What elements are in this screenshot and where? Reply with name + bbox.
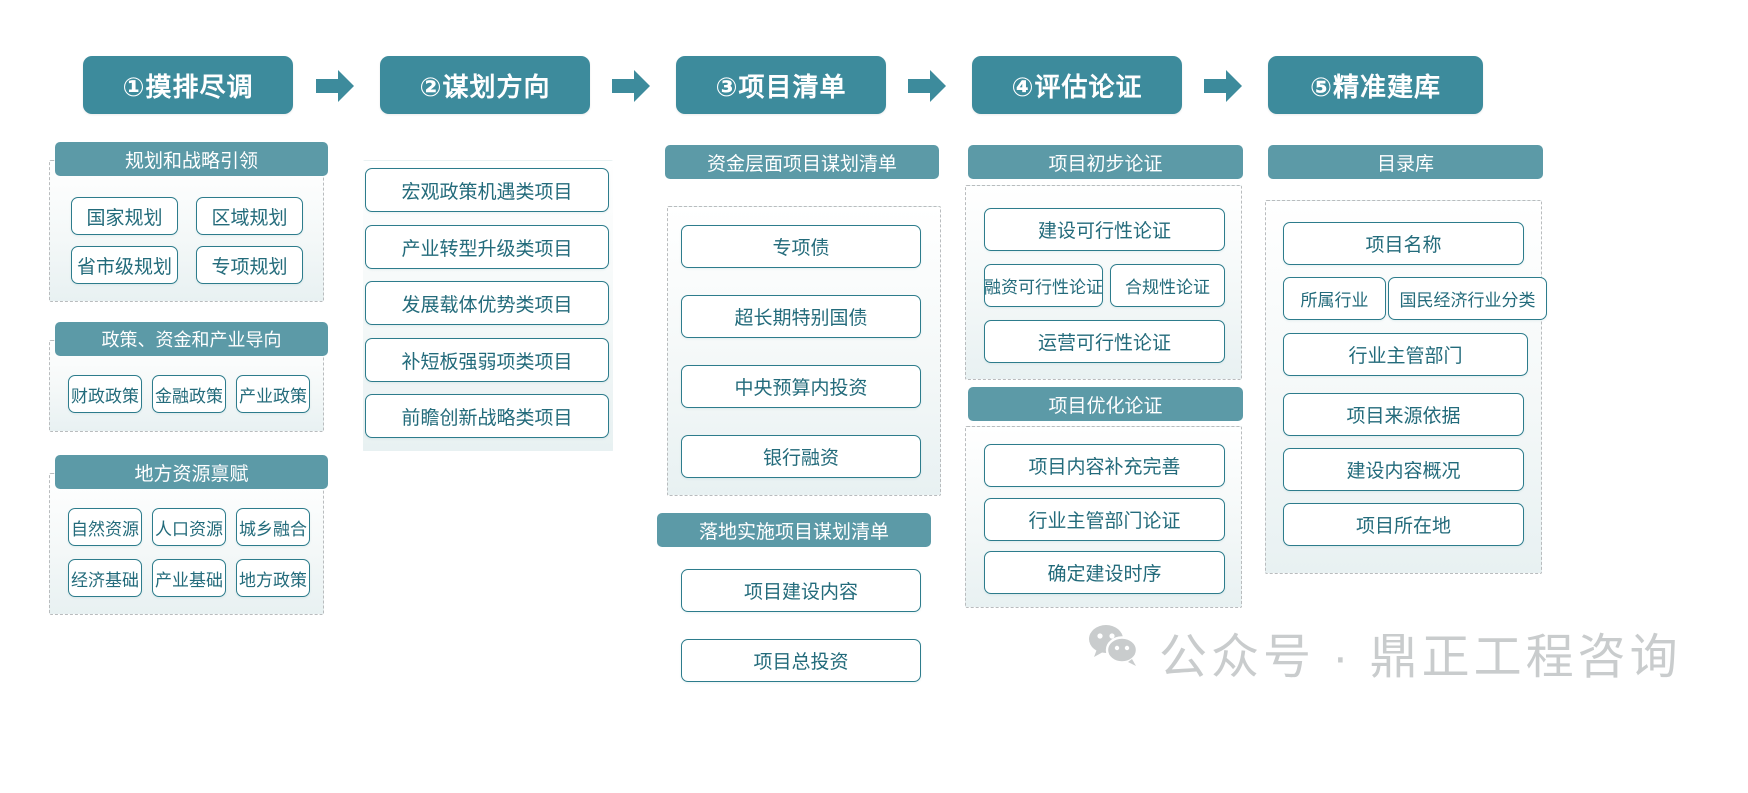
section-title-optimization-review: 项目优化论证 (968, 387, 1243, 421)
item-industrial-transformation-projects[interactable]: 产业转型升级类项目 (365, 225, 609, 269)
item-construction-feasibility-review[interactable]: 建设可行性论证 (984, 208, 1225, 251)
step-header-3[interactable]: ③项目清单 (676, 56, 886, 114)
section-title-planning-strategy: 规划和战略引领 (55, 142, 328, 176)
section-title-funding-level-list: 资金层面项目谋划清单 (665, 145, 939, 179)
item-financing-feasibility-review[interactable]: 融资可行性论证 (984, 264, 1103, 307)
item-project-construction-content[interactable]: 项目建设内容 (681, 569, 921, 612)
section-title-implementation-list: 落地实施项目谋划清单 (657, 513, 931, 547)
item-project-total-investment[interactable]: 项目总投资 (681, 639, 921, 682)
item-industrial-policy[interactable]: 产业政策 (236, 375, 310, 413)
item-competent-department-review[interactable]: 行业主管部门论证 (984, 498, 1225, 541)
item-project-location[interactable]: 项目所在地 (1283, 503, 1524, 546)
item-development-carrier-projects[interactable]: 发展载体优势类项目 (365, 281, 609, 325)
item-construction-overview[interactable]: 建设内容概况 (1283, 448, 1524, 491)
item-operation-feasibility-review[interactable]: 运营可行性论证 (984, 320, 1225, 363)
item-construction-sequence[interactable]: 确定建设时序 (984, 551, 1225, 594)
item-economic-base[interactable]: 经济基础 (68, 559, 142, 597)
watermark: 公众号 · 鼎正工程咨询 (1087, 617, 1682, 687)
step-header-1[interactable]: ①摸排尽调 (83, 56, 293, 114)
item-compliance-review[interactable]: 合规性论证 (1110, 264, 1225, 307)
arrow-right-icon-1 (312, 63, 358, 109)
arrow-right-icon-3 (904, 63, 950, 109)
step-header-4[interactable]: ④评估论证 (972, 56, 1182, 114)
step-header-2[interactable]: ②谋划方向 (380, 56, 590, 114)
section-title-local-resources: 地方资源禀赋 (55, 455, 328, 489)
wechat-icon (1087, 623, 1141, 681)
item-central-budget-investment[interactable]: 中央预算内投资 (681, 365, 921, 408)
item-provincial-plan[interactable]: 省市级规划 (71, 246, 178, 284)
item-local-policy[interactable]: 地方政策 (236, 559, 310, 597)
item-special-bond[interactable]: 专项债 (681, 225, 921, 268)
step-header-5[interactable]: ⑤精准建库 (1268, 56, 1483, 114)
item-industry-sector[interactable]: 所属行业 (1283, 277, 1386, 320)
section-title-catalog-library: 目录库 (1268, 145, 1543, 179)
item-industrial-base[interactable]: 产业基础 (152, 559, 226, 597)
item-special-plan[interactable]: 专项规划 (196, 246, 303, 284)
item-natural-resources[interactable]: 自然资源 (68, 508, 142, 546)
item-weakness-improvement-projects[interactable]: 补短板强弱项类项目 (365, 338, 609, 382)
section-title-preliminary-review: 项目初步论证 (968, 145, 1243, 179)
item-forward-looking-innovation-projects[interactable]: 前瞻创新战略类项目 (365, 394, 609, 438)
item-population-resources[interactable]: 人口资源 (152, 508, 226, 546)
item-financial-policy[interactable]: 金融政策 (152, 375, 226, 413)
item-content-supplement[interactable]: 项目内容补充完善 (984, 444, 1225, 487)
item-ultra-long-special-treasury-bond[interactable]: 超长期特别国债 (681, 295, 921, 338)
item-fiscal-policy[interactable]: 财政政策 (68, 375, 142, 413)
item-project-source-basis[interactable]: 项目来源依据 (1283, 393, 1524, 436)
item-competent-department[interactable]: 行业主管部门 (1283, 333, 1528, 376)
item-urban-rural-integration[interactable]: 城乡融合 (236, 508, 310, 546)
item-macro-policy-opportunity-projects[interactable]: 宏观政策机遇类项目 (365, 168, 609, 212)
item-national-economy-industry-classification[interactable]: 国民经济行业分类 (1388, 277, 1547, 320)
section-title-policy-funding-industry: 政策、资金和产业导向 (55, 322, 328, 356)
arrow-right-icon-2 (608, 63, 654, 109)
item-project-name[interactable]: 项目名称 (1283, 222, 1524, 265)
watermark-text: 公众号 · 鼎正工程咨询 (1159, 631, 1682, 684)
arrow-right-icon-4 (1200, 63, 1246, 109)
item-national-plan[interactable]: 国家规划 (71, 197, 178, 235)
item-regional-plan[interactable]: 区域规划 (196, 197, 303, 235)
item-bank-financing[interactable]: 银行融资 (681, 435, 921, 478)
